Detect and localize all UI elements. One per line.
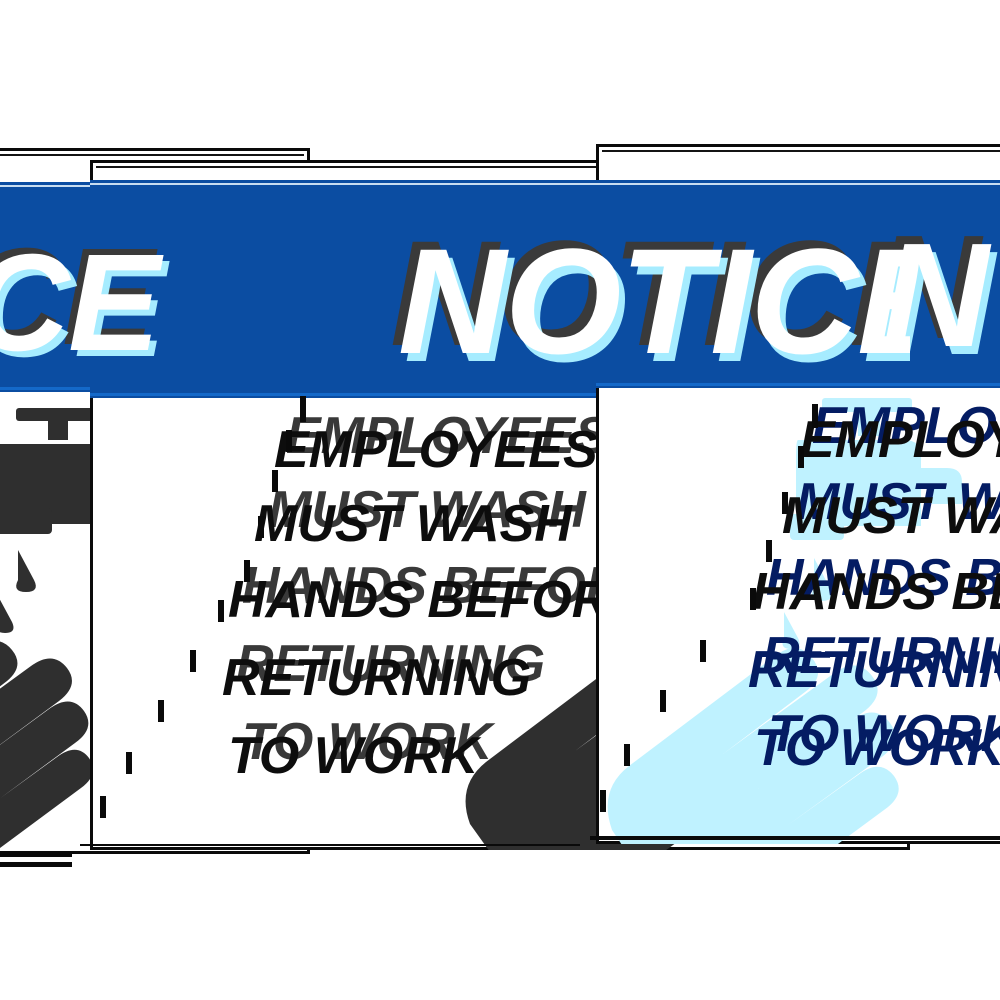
body-line-3: HANDS BEFORE — [228, 571, 645, 629]
body-line-4-ghost: RETURNING — [236, 635, 546, 693]
seam-rule-bottom-left2 — [0, 852, 72, 857]
body-line-2: MUST WASH — [254, 495, 572, 553]
faucet-hand-icon-left — [0, 400, 190, 848]
glitch-tick — [286, 430, 292, 452]
banner-highlight-line — [596, 183, 1000, 185]
notice-headline-ghost-cyan: NOTICE — [404, 225, 910, 393]
body-line-3-right: HANDS BEFORE — [752, 563, 1000, 621]
glitch-tick — [766, 540, 772, 562]
panel-border-top — [90, 160, 910, 163]
glitch-tick — [624, 744, 630, 766]
body-line-5-right-ghost: TO WORK — [768, 705, 1000, 763]
body-line-5-right: TO WORK — [754, 719, 1000, 777]
glitch-tick — [218, 600, 224, 622]
notice-headline-ghost-dark: NOTICE — [390, 209, 910, 377]
body-line-3-right-ghost: HANDS BEFORE — [766, 549, 1000, 607]
sign-body-center: EMPLOYEES EMPLOYEES MUST WASH MUST WASH … — [90, 410, 910, 830]
sign-body-right: EMPLOYEES EMPLOYEES MUST WASH MUST WASH … — [596, 400, 1000, 830]
body-line-1: EMPLOYEES — [274, 421, 598, 479]
glitch-tick — [660, 690, 666, 712]
notice-headline-center: NOTICE — [398, 217, 910, 385]
sign-panel-right: N N N EMPLO — [596, 144, 1000, 844]
glitch-tick — [126, 752, 132, 774]
notice-headline-ghost-dark: N — [874, 205, 981, 370]
notice-banner-center: NOTICE NOTICE NOTICE — [90, 180, 910, 398]
notice-headline-left: OTICE — [0, 226, 160, 380]
notice-headline-ghost-cyan: OTICE — [0, 232, 166, 386]
panel-border-top — [0, 148, 310, 151]
glitch-tick — [100, 796, 106, 818]
banner-highlight-line — [90, 183, 910, 185]
glitch-tick — [782, 492, 788, 514]
glitch-tick — [600, 790, 606, 812]
banner-shadow-line — [596, 383, 1000, 386]
notice-headline-right: N — [882, 213, 989, 378]
glitch-tick — [158, 700, 164, 722]
body-line-2-right: MUST WASH — [782, 487, 1000, 545]
body-line-1-right: EMPLOYEES — [800, 411, 1000, 469]
glitch-tick — [244, 560, 250, 582]
seam-rule-bottom-left — [80, 844, 580, 846]
body-line-2-ghost: MUST WASH — [268, 481, 586, 539]
panel-inner-rule — [602, 150, 1000, 152]
banner-shadow-line — [90, 393, 910, 396]
seam-rule-bottom-left3 — [0, 862, 72, 867]
body-line-1-right-ghost: EMPLOYEES — [812, 397, 1000, 455]
body-line-4: RETURNING — [222, 649, 532, 707]
notice-headline-ghost-dark: OTICE — [0, 220, 154, 374]
faucet-hand-icon-right — [607, 392, 972, 844]
glitch-tick — [258, 516, 264, 538]
panel-inner-rule — [96, 166, 904, 168]
body-line-1-ghost: EMPLOYEES — [286, 407, 610, 465]
panel-inner-rule — [0, 154, 304, 156]
glitch-tick — [812, 404, 818, 428]
panel-border-left — [596, 144, 599, 844]
seam-rule-bottom-right — [590, 836, 1000, 840]
glitch-tick — [750, 588, 756, 610]
glitch-tick — [700, 640, 706, 662]
notice-headline-ghost-cyan: N — [888, 221, 995, 386]
body-line-4-right: RETURNING — [748, 641, 1000, 699]
body-line-5: TO WORK — [228, 727, 479, 785]
panel-border-left — [90, 160, 93, 850]
panel-border-bottom — [0, 851, 310, 854]
glitch-tick — [798, 446, 804, 468]
glitch-tick — [300, 396, 306, 422]
panel-border-top — [596, 144, 1000, 147]
body-line-5-ghost: TO WORK — [242, 713, 493, 771]
notice-banner-right: N N N — [596, 180, 1000, 388]
body-line-3-ghost: HANDS BEFORE — [242, 557, 659, 615]
body-line-4-right-ghost: RETURNING — [762, 627, 1000, 685]
body-line-2-right-ghost: MUST WASH — [796, 473, 1000, 531]
glitch-tick — [190, 650, 196, 672]
glitch-tick — [272, 470, 278, 492]
